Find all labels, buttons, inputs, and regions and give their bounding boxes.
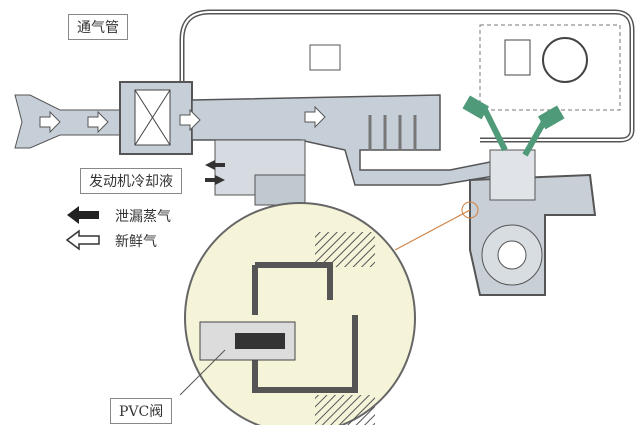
pcv-valve-label: PVC阀 — [110, 398, 173, 424]
pcv-magnified-view — [184, 202, 471, 425]
legend-leak-vapor: 泄漏蒸气 — [115, 209, 171, 225]
air-inlet — [14, 94, 121, 149]
legend-fresh-air: 新鲜气 — [115, 234, 157, 250]
engine-coolant-label: 发动机冷却液 — [80, 168, 182, 194]
engine — [461, 24, 621, 296]
hollow-arrow-left-icon — [65, 229, 100, 251]
solid-arrow-left-icon — [67, 206, 99, 224]
breather-hose-label: 通气管 — [68, 14, 128, 40]
flow-arrows — [39, 105, 326, 134]
